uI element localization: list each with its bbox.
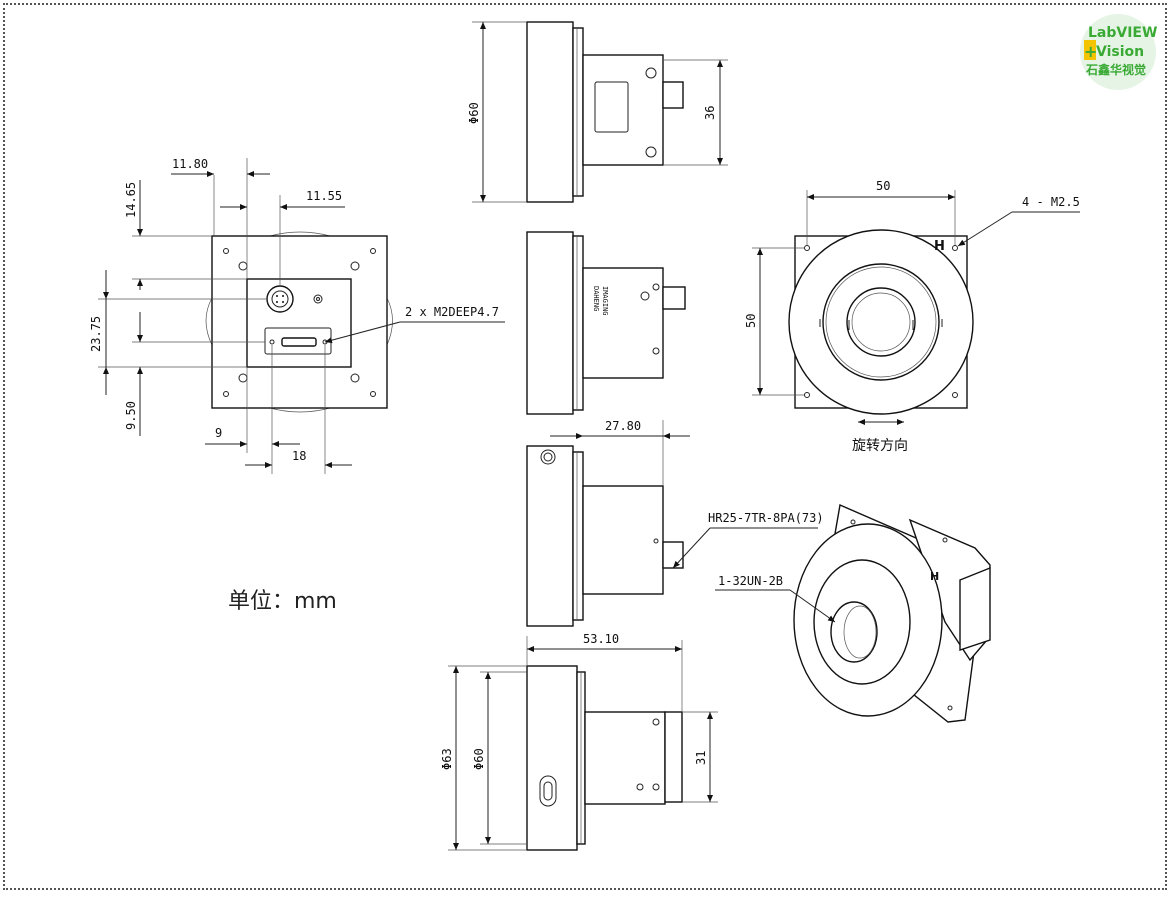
dim-14-65: 14.65 — [124, 182, 138, 218]
side-view-connector: 27.80 HR25-7TR-8PA(73) — [526, 419, 824, 627]
unit-label: 单位：mm — [228, 589, 337, 614]
plus-icon: + — [1084, 42, 1097, 61]
drawing-border — [3, 3, 1167, 890]
brand-text-imaging: IMAGING — [601, 286, 609, 316]
callout-rear-holes: 4 - M2.5 — [1022, 195, 1080, 209]
h-mark-rear: H — [934, 239, 945, 254]
isometric-view: H 1-32UN-2B — [715, 504, 991, 723]
rear-view: H 50 50 4 - M2.5 旋转方向 — [744, 179, 1080, 454]
callout-front-holes: 2 x M2DEEP4.7 — [405, 305, 499, 319]
dim-11-55: 11.55 — [306, 189, 342, 203]
bottom-view: 53.10 Φ63 Φ60 31 — [440, 632, 718, 851]
dim-27-80: 27.80 — [605, 419, 641, 433]
brand-text-daheng: DAHENG — [592, 286, 600, 311]
dim-11-80: 11.80 — [172, 157, 208, 171]
dim-18: 18 — [292, 449, 306, 463]
callout-thread: 1-32UN-2B — [718, 574, 783, 588]
dim-9-50: 9.50 — [124, 401, 138, 430]
h-mark-iso: H — [930, 570, 939, 583]
logo-text-vision: Vision — [1096, 44, 1144, 60]
dim-53-10: 53.10 — [583, 632, 619, 646]
front-view: 11.80 11.55 14.65 23.75 9.50 9 18 2 x M2… — [89, 157, 505, 474]
dim-50-horizontal: 50 — [876, 179, 890, 193]
callout-connector: HR25-7TR-8PA(73) — [708, 511, 824, 525]
dim-31: 31 — [694, 751, 708, 765]
logo-text-company: 石鑫华视觉 — [1085, 62, 1146, 77]
dim-phi63: Φ63 — [440, 748, 454, 770]
rotation-direction-label: 旋转方向 — [852, 438, 908, 454]
dim-36: 36 — [703, 106, 717, 120]
logo: LabVIEW Vision 石鑫华视觉 + — [1080, 14, 1157, 90]
side-view: DAHENG IMAGING — [526, 231, 686, 415]
logo-text-labview: LabVIEW — [1088, 25, 1157, 41]
dim-9: 9 — [215, 426, 222, 440]
dim-23-75: 23.75 — [89, 316, 103, 352]
dim-phi60-bottom: Φ60 — [472, 748, 486, 770]
top-view: Φ60 36 — [467, 21, 728, 203]
dim-50-vertical: 50 — [744, 314, 758, 328]
dim-phi60-top: Φ60 — [467, 102, 481, 124]
